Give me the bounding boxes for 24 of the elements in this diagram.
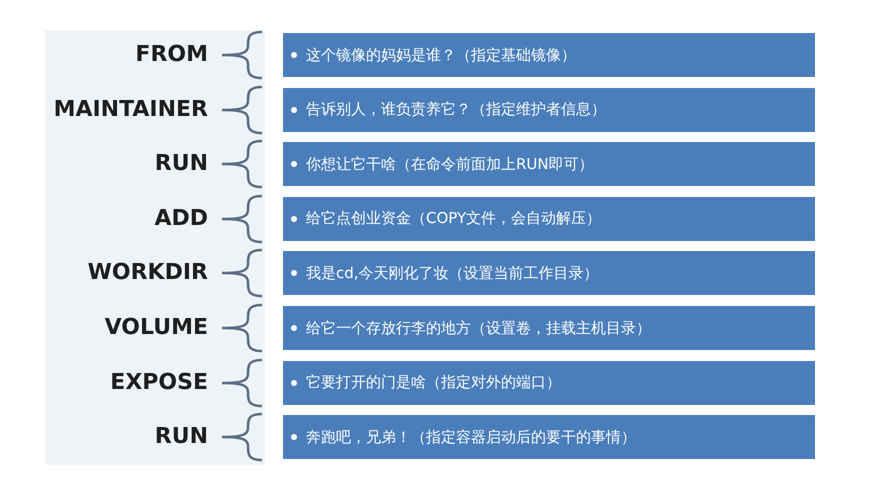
instruction-keyword: RUN (154, 423, 208, 452)
description-text: 给它点创业资金（COPY文件，会自动解压） (306, 209, 602, 228)
instruction-keyword: EXPOSE (110, 368, 208, 397)
instruction-keyword: RUN (154, 150, 208, 178)
description-text: 你想让它干啥（在命令前面加上RUN即可） (306, 154, 594, 174)
description-bar (283, 88, 815, 132)
description-bar (283, 360, 815, 405)
instruction-keyword: WORKDIR (88, 259, 208, 288)
description-bar (283, 251, 815, 296)
description-bar (283, 33, 815, 77)
description-bar (283, 306, 815, 350)
description-text: 我是cd,今天刚化了妆（设置当前工作目录） (306, 264, 599, 283)
description-bar (283, 142, 815, 186)
instruction-keyword: VOLUME (104, 314, 208, 342)
instruction-keyword: ADD (154, 204, 208, 233)
description-text: 告诉别人，谁负责养它？（指定维护者信息） (306, 100, 606, 120)
description-text: 这个镜像的妈妈是谁？（指定基础镜像） (306, 46, 576, 64)
description-text: 奔跑吧，兄弟！（指定容器启动后的要干的事情） (306, 428, 636, 447)
description-text: 它要打开的门是啥（指定对外的端口） (306, 373, 561, 392)
description-text: 给它一个存放行李的地方（设置卷，挂载主机目录） (306, 318, 651, 338)
instruction-keyword: FROM (135, 41, 208, 69)
instruction-keyword: MAINTAINER (54, 96, 208, 124)
description-bar (283, 415, 815, 460)
description-bar (283, 196, 815, 241)
